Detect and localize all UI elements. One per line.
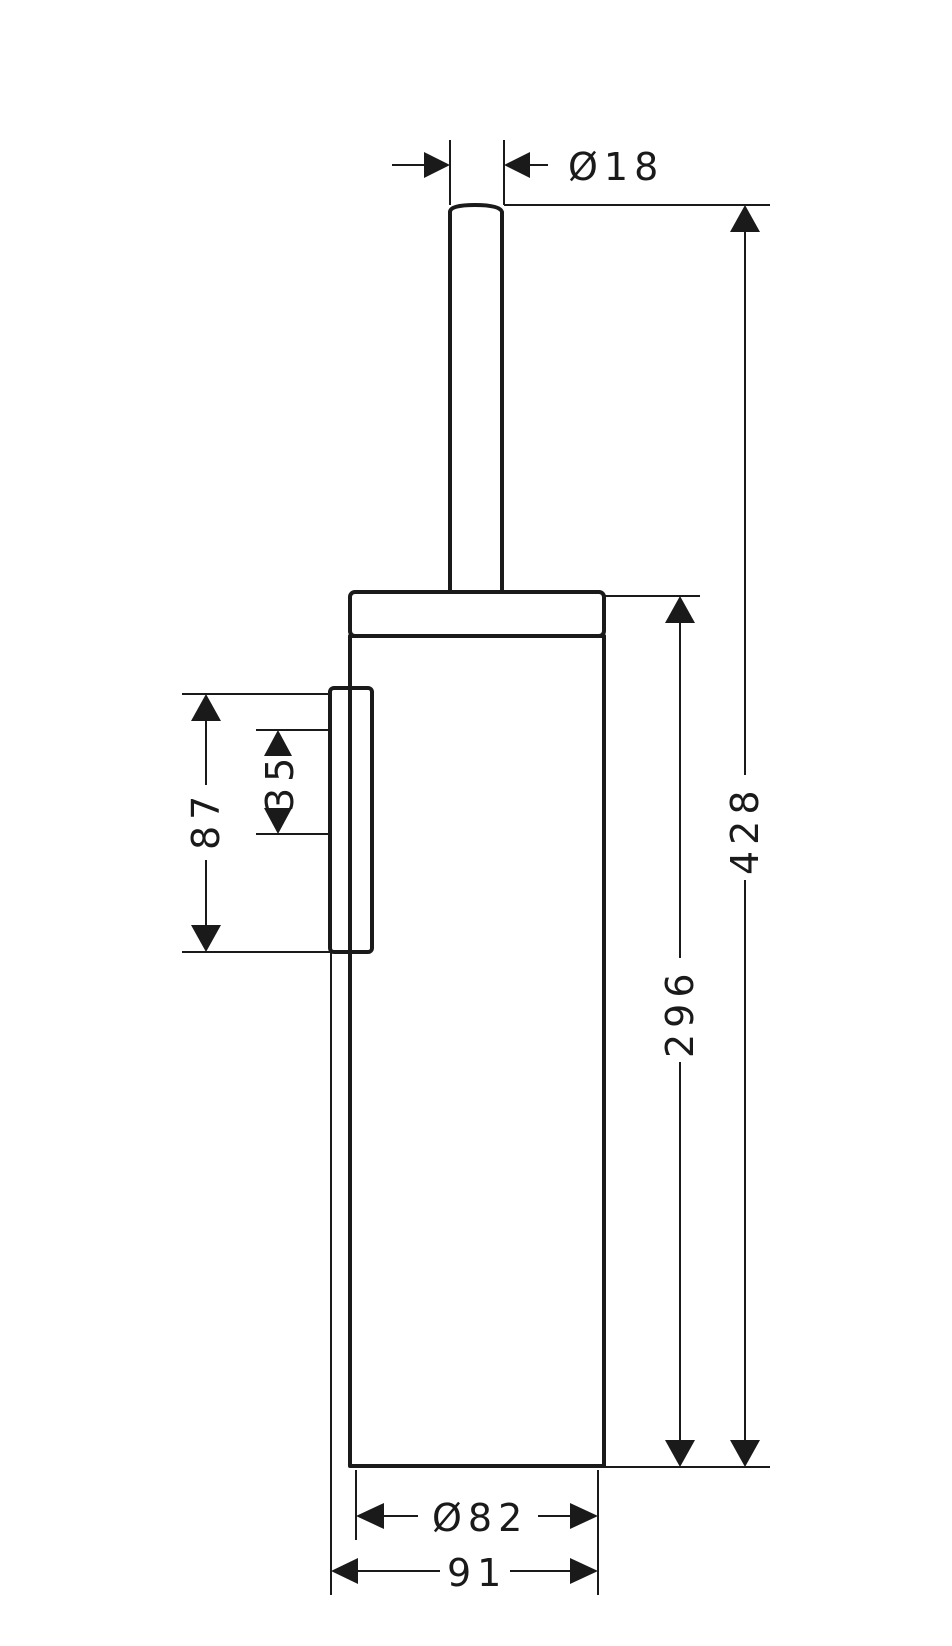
dim-handle-diameter: Ø18 [392, 140, 664, 205]
holder-diameter-label: Ø82 [432, 1496, 528, 1540]
brush-handle [448, 203, 504, 590]
total-height-label: 428 [723, 784, 767, 875]
dim-overall-depth: 91 [331, 1540, 599, 1595]
handle-diameter-label: Ø18 [568, 145, 664, 189]
bracket-height-label: 87 [184, 790, 228, 850]
holder-body [348, 634, 606, 1468]
overall-depth-label: 91 [447, 1551, 507, 1595]
dim-bracket-hole-spacing: 35 [256, 729, 328, 835]
holder-lid [348, 590, 606, 638]
holder-height-label: 296 [658, 967, 702, 1058]
dim-total-height: 428 [504, 204, 770, 1468]
bracket-hole-spacing-label: 35 [258, 752, 302, 812]
dim-bracket-height: 87 [182, 693, 330, 953]
product-outline [328, 203, 606, 1595]
dim-holder-height: 296 [604, 595, 702, 1467]
wall-bracket [328, 686, 374, 954]
dim-holder-diameter: Ø82 [355, 1470, 599, 1540]
